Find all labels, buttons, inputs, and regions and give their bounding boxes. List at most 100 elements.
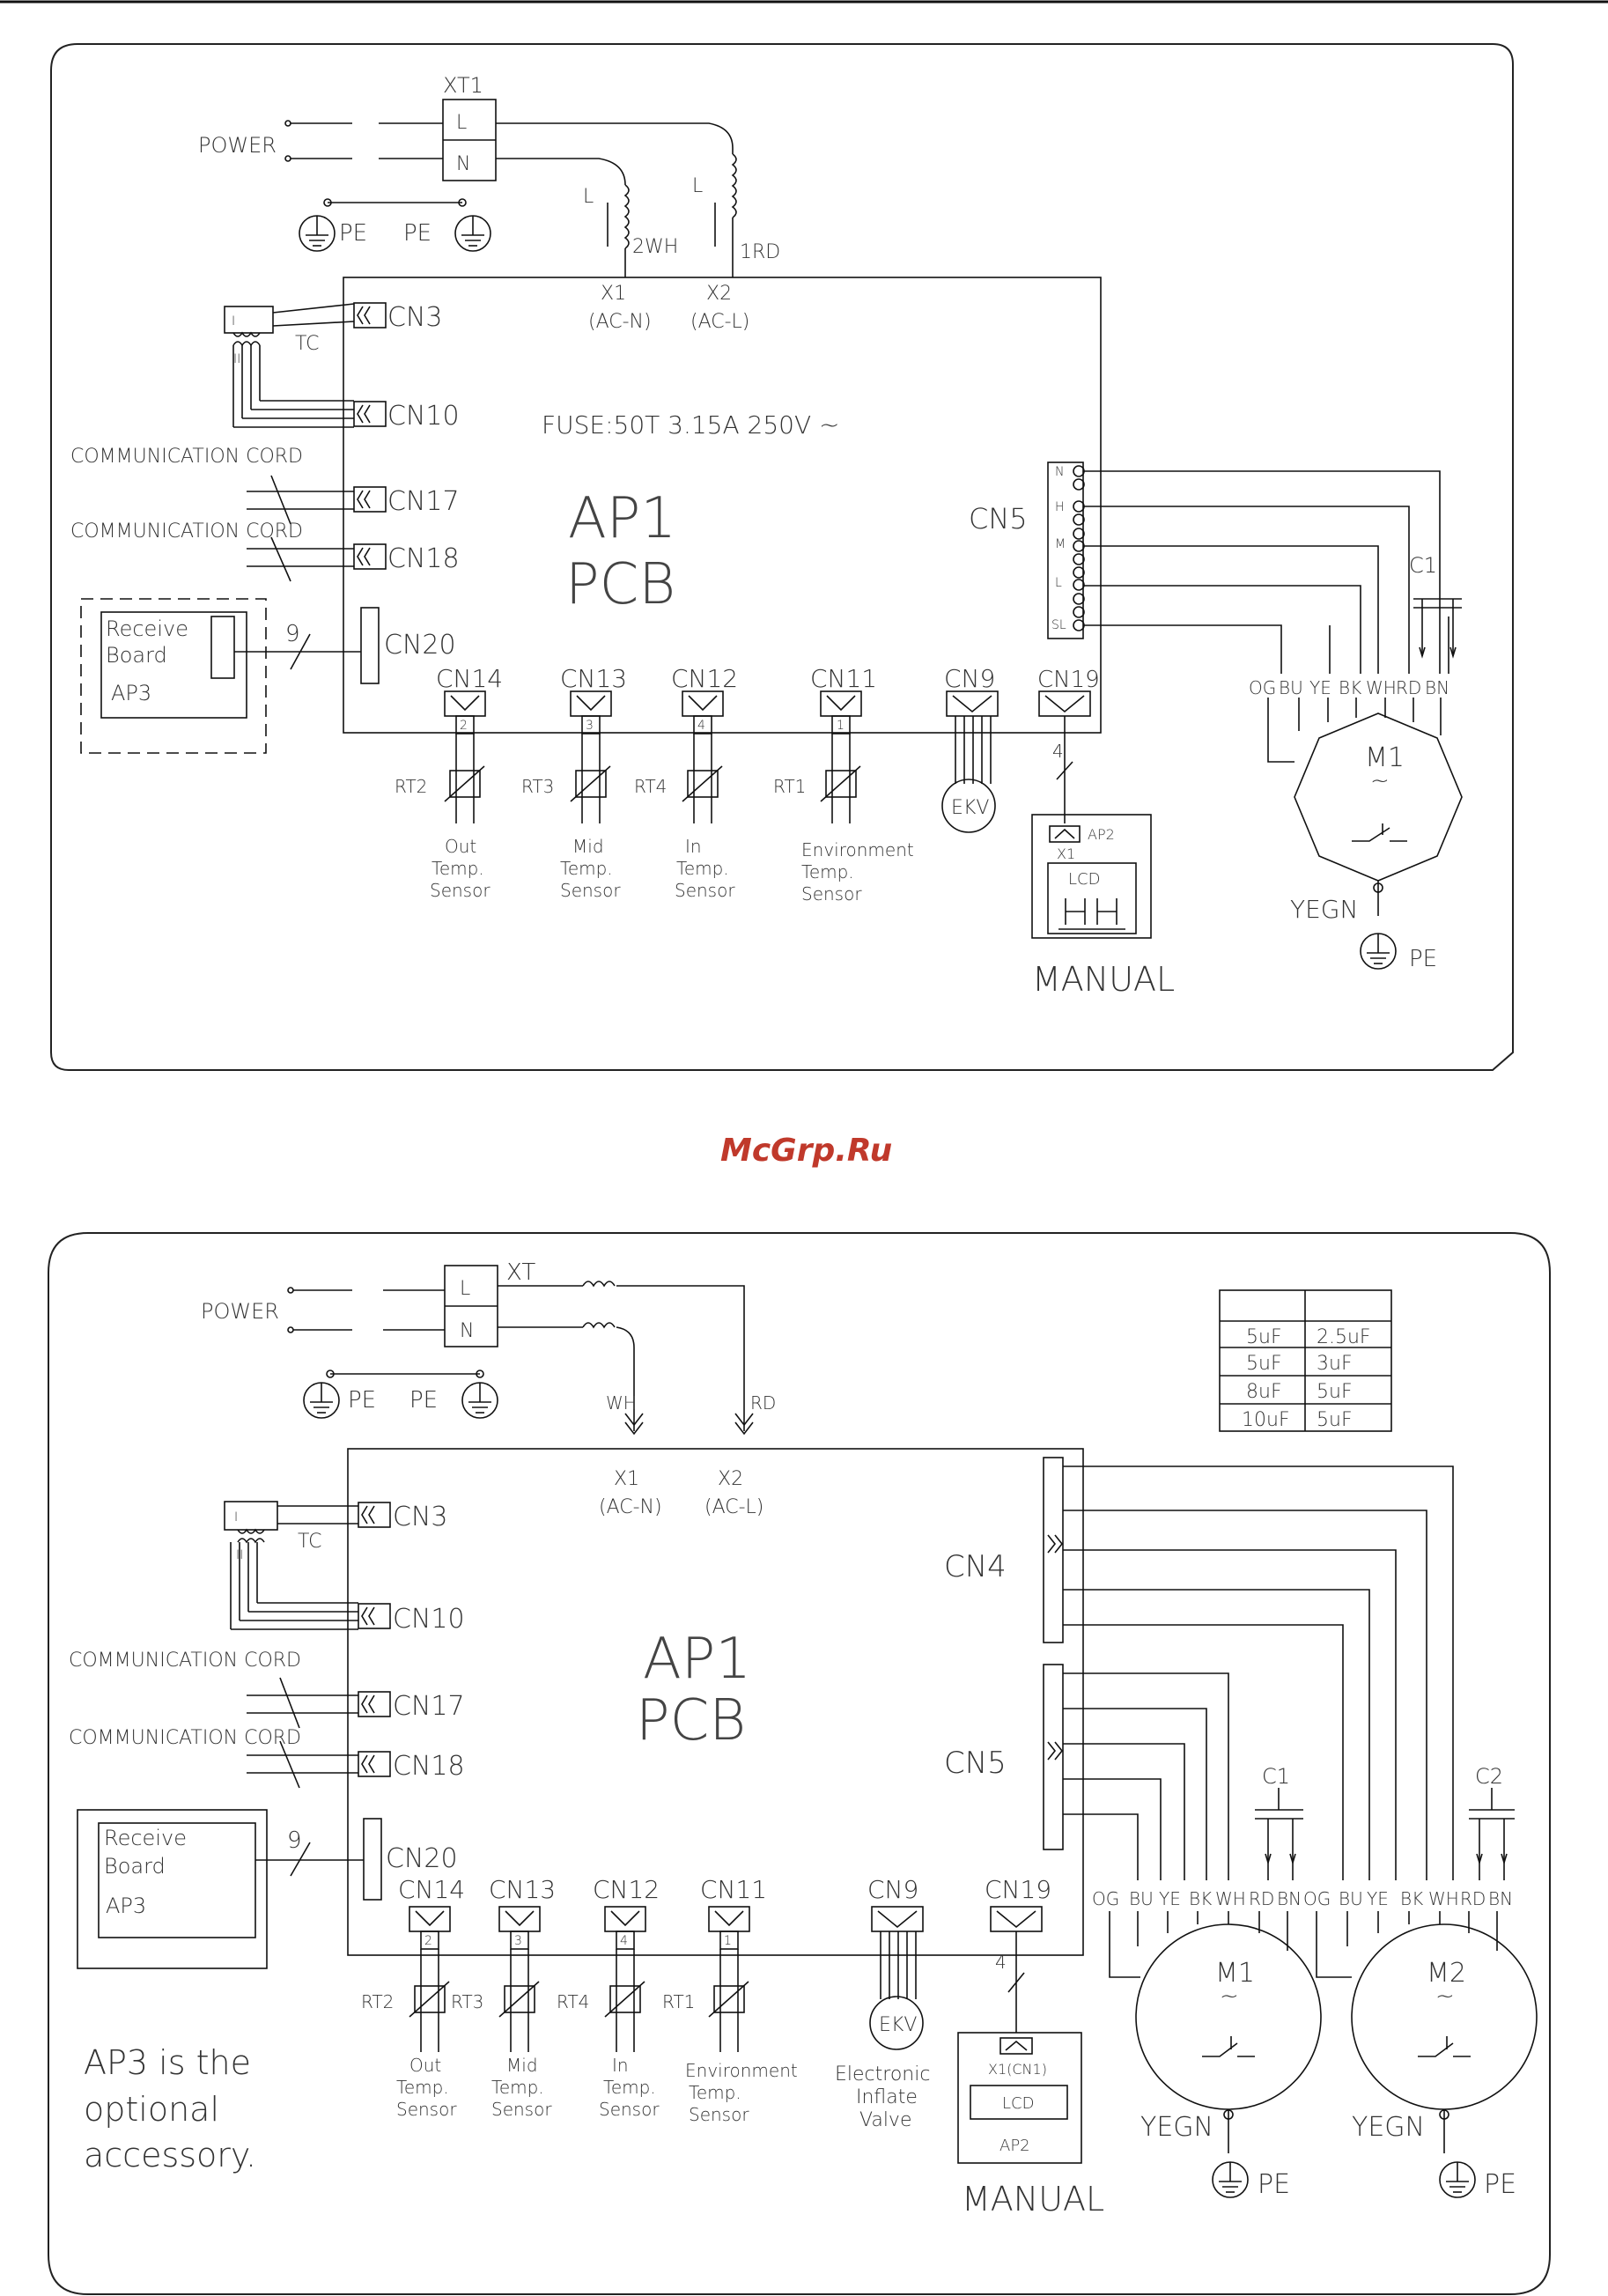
rt4-line2-2: Temp. bbox=[603, 2077, 656, 2098]
m2-wire-og: OG bbox=[1303, 1888, 1331, 1909]
cap-r1-c2: 2.5uF bbox=[1317, 1326, 1371, 1348]
ekv-line2: Inflate bbox=[856, 2086, 918, 2108]
wire-9-label-2: 9 bbox=[287, 1827, 302, 1854]
rt4-label: RT4 bbox=[634, 776, 667, 797]
tc-i-label-2: I bbox=[234, 1510, 238, 1525]
rt1-line1-2: Environment bbox=[685, 2060, 798, 2081]
pe-right-label: PE bbox=[403, 220, 432, 247]
cn12-label: CN12 bbox=[671, 664, 738, 693]
wire-l1: L bbox=[583, 186, 594, 208]
cap-r4-c1: 10uF bbox=[1242, 1409, 1290, 1431]
wire-1rd: 1RD bbox=[740, 241, 780, 263]
lcd-label-2: LCD bbox=[1002, 2094, 1034, 2113]
diagram-2: XT L N POWER WH RD PE PE 5uF 2.5uF bbox=[48, 1232, 1551, 2295]
rt1-label-2: RT1 bbox=[662, 1991, 695, 2012]
m2-wire-colors: OG BU YE BK WH RD BN bbox=[1303, 1888, 1513, 1909]
board-label-2: Board bbox=[104, 1854, 166, 1879]
cn20-connector bbox=[360, 607, 380, 684]
rt1-line3-2: Sensor bbox=[689, 2104, 749, 2125]
cn13-label-2: CN13 bbox=[489, 1875, 556, 1904]
sensor2-cn12 bbox=[604, 1906, 646, 2052]
inductor-bottom bbox=[582, 1322, 616, 1329]
wh-label: WH bbox=[606, 1392, 637, 1414]
ap2-label-2: AP2 bbox=[999, 2137, 1030, 2155]
rt4-line2: Temp. bbox=[676, 858, 729, 879]
cn5-connector-2 bbox=[1043, 1664, 1064, 1850]
sensor2-cn11 bbox=[708, 1906, 750, 2052]
pe-right-label-2: PE bbox=[409, 1387, 438, 1414]
pcb-ap1 bbox=[343, 277, 1102, 734]
m1-wire-bu: BU bbox=[1129, 1888, 1154, 1909]
pcb-label-2: PCB bbox=[636, 1688, 746, 1753]
note-line2: optional bbox=[84, 2090, 219, 2129]
xt-l-label: L bbox=[460, 1278, 470, 1300]
transformer-tc-2 bbox=[224, 1501, 278, 1531]
cn19-wire-4: 4 bbox=[1052, 741, 1064, 762]
comm-cord-1-label: COMMUNICATION CORD bbox=[70, 446, 303, 468]
c1-label-2: C1 bbox=[1262, 1764, 1290, 1789]
sensor2-cn14 bbox=[409, 1906, 451, 2052]
wire-bk: BK bbox=[1339, 677, 1361, 698]
rt3-line2-2: Temp. bbox=[491, 2077, 544, 2098]
cn14-label-2: CN14 bbox=[398, 1875, 465, 1904]
comm-cord-2-label-2: COMMUNICATION CORD bbox=[69, 1727, 301, 1749]
pcb-ap1-2 bbox=[347, 1448, 1084, 1956]
rt3-line1: Mid bbox=[572, 836, 604, 857]
cn19-label-2: CN19 bbox=[985, 1875, 1051, 1904]
rt1-line2: Temp. bbox=[801, 861, 854, 882]
tc-label-2: TC bbox=[298, 1531, 322, 1553]
pe-left-label-2: PE bbox=[348, 1387, 376, 1414]
lcd-display bbox=[1047, 862, 1137, 934]
pe-ground-icon bbox=[454, 215, 491, 252]
rt2-line2-2: Temp. bbox=[396, 2077, 449, 2098]
m1-wire-bk: BK bbox=[1189, 1888, 1212, 1909]
cn18-label-2: CN18 bbox=[393, 1751, 465, 1782]
cn11-pin-2: 1 bbox=[724, 1934, 732, 1948]
wire-ye: YE bbox=[1309, 677, 1331, 698]
rt4-line3: Sensor bbox=[675, 880, 735, 901]
diagram1-frame bbox=[50, 43, 1514, 1071]
ekv-line1: Electronic bbox=[835, 2063, 930, 2086]
m1-pe-label: PE bbox=[1258, 2169, 1290, 2200]
rt1-line3: Sensor bbox=[801, 883, 862, 904]
rt2-line2: Temp. bbox=[432, 858, 484, 879]
fuse-label: FUSE:50T 3.15A 250V ~ bbox=[542, 410, 840, 439]
cn20-label: CN20 bbox=[384, 630, 456, 661]
cn19-label: CN19 bbox=[1037, 667, 1100, 693]
x2-sub-label-2: (AC-L) bbox=[704, 1496, 763, 1518]
cn5-pin-h: H bbox=[1055, 500, 1065, 514]
ap2-manual-box-2 bbox=[957, 2032, 1082, 2164]
m1-tilde-2: ~ bbox=[1220, 1983, 1239, 2010]
ekv-valve-2 bbox=[869, 1996, 924, 2050]
cn14-pin-2: 2 bbox=[424, 1934, 432, 1948]
receive-label: Receive bbox=[106, 616, 188, 641]
cn10-label: CN10 bbox=[387, 401, 460, 432]
cn14-pin: 2 bbox=[460, 719, 468, 733]
tc-ii-label: II bbox=[233, 352, 240, 366]
pe-ground-icon bbox=[299, 215, 336, 252]
rt2-label-2: RT2 bbox=[361, 1991, 394, 2012]
ap1-label: AP1 bbox=[568, 486, 676, 551]
cn5-pin-block bbox=[1047, 461, 1084, 639]
cap-r4-c2: 5uF bbox=[1317, 1409, 1353, 1431]
cap-r3-c2: 5uF bbox=[1317, 1381, 1353, 1403]
x1-sub-label: (AC-N) bbox=[588, 311, 652, 333]
manual-label: MANUAL bbox=[1032, 960, 1175, 999]
receive-label-2: Receive bbox=[104, 1826, 187, 1850]
wire-wh: WH bbox=[1366, 677, 1397, 698]
cn18-label: CN18 bbox=[387, 543, 460, 574]
ap2-label: AP2 bbox=[1088, 826, 1115, 843]
transformer-tc bbox=[224, 306, 274, 334]
motor-wire-colors: OG BU YE BK WH RD BN bbox=[1249, 677, 1449, 698]
cn18-connector bbox=[353, 543, 387, 570]
cn10-connector bbox=[353, 401, 387, 427]
motor-pe-label: PE bbox=[1409, 946, 1437, 972]
cn11-label: CN11 bbox=[810, 664, 877, 693]
m2-wire-rd: RD bbox=[1460, 1888, 1486, 1909]
pe-ground-icon bbox=[461, 1382, 498, 1419]
m1-wire-og: OG bbox=[1092, 1888, 1119, 1909]
receive-board-dashed bbox=[80, 598, 267, 754]
wire-bu: BU bbox=[1279, 677, 1303, 698]
rt3-line3: Sensor bbox=[560, 880, 621, 901]
